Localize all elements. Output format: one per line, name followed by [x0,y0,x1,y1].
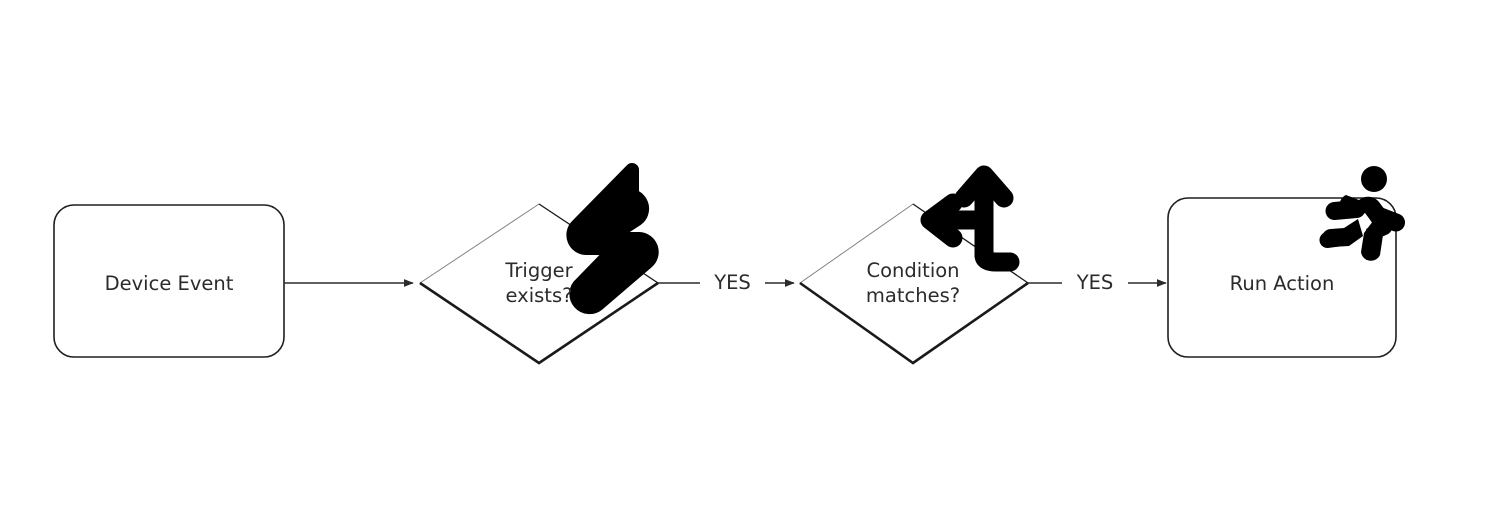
edge-label-trigger-yes: YES [714,271,751,294]
node-device-event-shape[interactable] [53,204,285,358]
node-condition-matches-shape[interactable] [799,203,1029,364]
node-run-action-shape[interactable] [1167,197,1397,358]
node-condition-matches-thick-edges [799,281,1029,365]
edge-label-condition-yes: YES [1076,271,1114,294]
node-trigger-exists-shape[interactable] [419,203,659,364]
